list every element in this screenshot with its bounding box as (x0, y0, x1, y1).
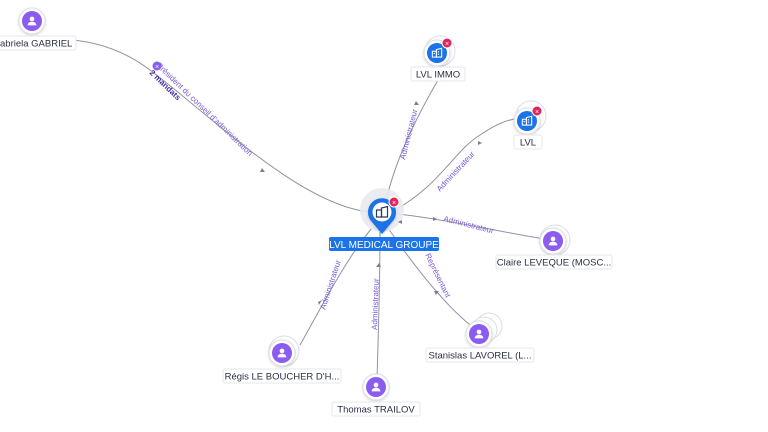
edge-label-gabriel: Président du conseil d'administration 2 … (148, 61, 255, 158)
node-trailov[interactable]: Thomas TRAILOV (331, 373, 421, 417)
node-label-leveque: Claire LEVEQUE (MOSC... (497, 258, 612, 269)
close-icon: × (535, 109, 539, 116)
edge-gabriel[interactable] (44, 38, 371, 213)
edge-trailov[interactable] (376, 231, 381, 381)
node-label-trailov: Thomas TRAILOV (337, 405, 415, 416)
node-lavorel[interactable]: Stanislas LAVOREL (L... (425, 312, 535, 363)
center-label-box (329, 237, 439, 251)
closed-badge (441, 37, 453, 49)
edge-label-lvl: Administrateur (435, 149, 477, 193)
edge-label-lvl-immo: Administrateur (398, 108, 419, 161)
node-boucher[interactable]: Régis LE BOUCHER D'H... (222, 335, 342, 384)
node-label-gabriel: abriela GABRIEL (0, 39, 72, 50)
svg-text:Président du conseil d'adminis: Président du conseil d'administration (155, 61, 255, 158)
close-icon: × (445, 41, 449, 48)
node-gabriel[interactable]: abriela GABRIEL (0, 7, 77, 51)
node-label-boucher: Régis LE BOUCHER D'H... (225, 372, 340, 383)
node-label-lvl: LVL (520, 138, 536, 149)
edge-leveque[interactable] (397, 213, 551, 241)
edge-lvl-immo[interactable] (384, 79, 439, 206)
edge-lvl[interactable] (394, 117, 521, 211)
edge-label-trailov: Administrateur (370, 278, 381, 330)
closed-badge (531, 105, 543, 117)
node-lvl[interactable]: × LVL (513, 100, 547, 150)
node-leveque[interactable]: Claire LEVEQUE (MOSC... (495, 224, 613, 270)
node-label-lavorel: Stanislas LAVOREL (L... (429, 351, 532, 362)
node-lvl-immo[interactable]: × LVL IMMO (410, 35, 466, 82)
multi-mandate-marker[interactable] (152, 61, 162, 71)
node-label-lvl-immo: LVL IMMO (416, 70, 460, 81)
closed-badge (388, 196, 400, 208)
edge-label-boucher: Administrateur (318, 258, 343, 310)
center-node[interactable]: × LVL MEDICAL GROUPE (329, 188, 439, 251)
close-icon: × (392, 200, 396, 207)
center-node-label: LVL MEDICAL GROUPE (329, 240, 439, 251)
edge-label-leveque: Administrateur (443, 214, 496, 235)
edge-arrows (260, 101, 482, 305)
edge-labels: Président du conseil d'administration 2 … (148, 61, 495, 330)
multi-mandate-x-icon: × (155, 64, 159, 71)
